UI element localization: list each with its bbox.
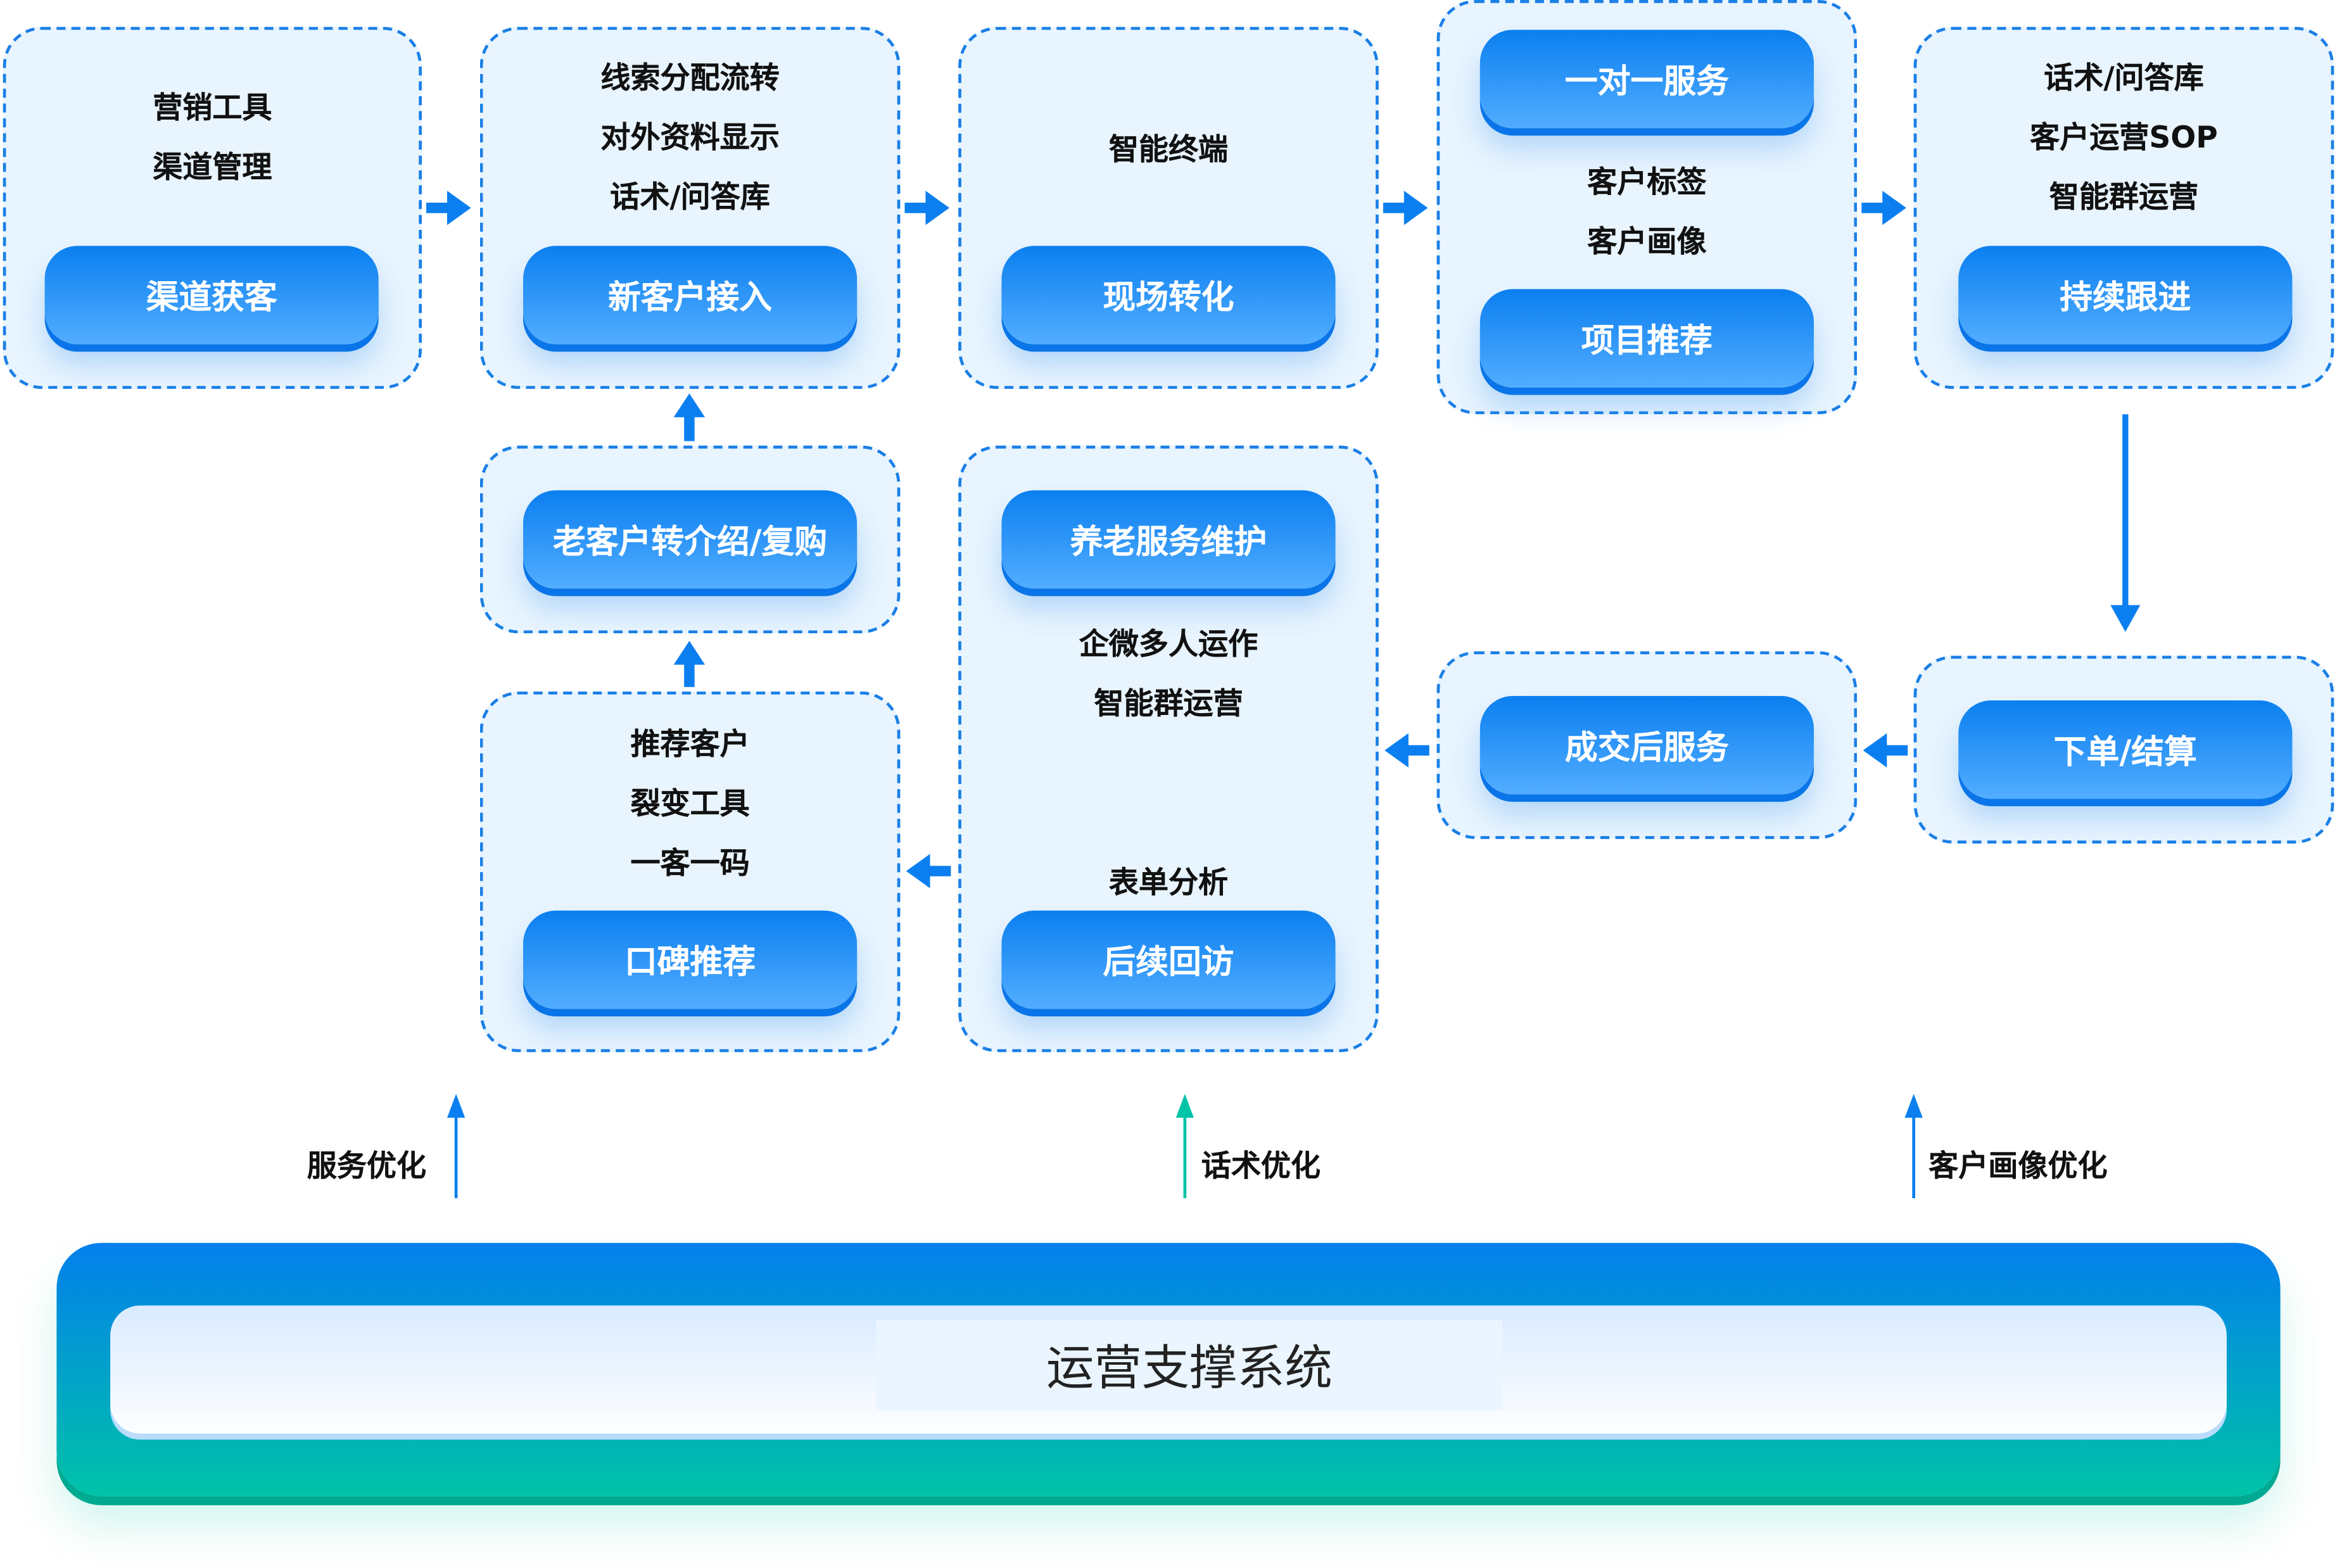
stage-button-after-sale[interactable]: 成交后服务 bbox=[1479, 695, 1814, 795]
stage-button-one-on-one[interactable]: 一对一服务 bbox=[1479, 30, 1814, 129]
arrow-right-icon bbox=[1861, 191, 1906, 225]
stage-item: 渠道管理 bbox=[153, 149, 272, 185]
stage-item: 一客一码 bbox=[630, 845, 750, 881]
stage-item: 话术/问答库 bbox=[2044, 60, 2204, 96]
stage-item: 线索分配流转 bbox=[600, 60, 780, 96]
stage-button-acquire[interactable]: 渠道获客 bbox=[44, 246, 379, 345]
stage-button-new-customer[interactable]: 新客户接入 bbox=[523, 246, 858, 345]
arrow-up-icon-service bbox=[446, 1094, 466, 1199]
arrow-right-icon bbox=[1383, 191, 1428, 225]
arrow-left-icon bbox=[906, 854, 951, 888]
stage-item: 裂变工具 bbox=[630, 785, 750, 821]
optimization-label: 服务优化 bbox=[307, 1148, 427, 1184]
stage-item: 客户标签 bbox=[1587, 163, 1707, 200]
stage-button-word-of-mouth[interactable]: 口碑推荐 bbox=[523, 910, 858, 1009]
stage-button-revisit[interactable]: 后续回访 bbox=[1001, 910, 1336, 1009]
stage-item: 智能群运营 bbox=[2049, 179, 2199, 215]
stage-item: 营销工具 bbox=[153, 89, 272, 125]
stage-button-maintenance[interactable]: 养老服务维护 bbox=[1001, 490, 1336, 589]
arrow-down-icon bbox=[2110, 414, 2141, 632]
stage-button-follow-up[interactable]: 持续跟进 bbox=[1958, 246, 2293, 345]
optimization-label: 客户画像优化 bbox=[1928, 1148, 2108, 1184]
stage-item: 客户运营SOP bbox=[2030, 119, 2218, 155]
stage-button-project[interactable]: 项目推荐 bbox=[1479, 289, 1814, 388]
arrow-up-icon bbox=[673, 640, 706, 687]
stage-button-onsite[interactable]: 现场转化 bbox=[1001, 246, 1336, 345]
stage-item: 智能群运营 bbox=[1094, 685, 1243, 721]
stage-item: 话术/问答库 bbox=[610, 179, 770, 215]
stage-item: 推荐客户 bbox=[630, 726, 750, 762]
support-system-title: 运营支撑系统 bbox=[876, 1320, 1503, 1410]
optimization-label: 话术优化 bbox=[1201, 1148, 1321, 1184]
arrow-right-icon bbox=[426, 191, 471, 225]
stage-item: 客户画像 bbox=[1587, 223, 1707, 260]
arrow-left-icon bbox=[1863, 733, 1908, 768]
arrow-right-icon bbox=[904, 191, 950, 225]
stage-item: 表单分析 bbox=[1108, 864, 1229, 901]
stage-item: 企微多人运作 bbox=[1079, 626, 1258, 662]
stage-item: 对外资料显示 bbox=[600, 119, 780, 155]
arrow-up-icon bbox=[673, 393, 706, 441]
arrow-up-icon-script bbox=[1175, 1094, 1194, 1199]
stage-button-referral[interactable]: 老客户转介绍/复购 bbox=[523, 490, 858, 589]
arrow-left-icon bbox=[1384, 733, 1429, 768]
stage-item: 智能终端 bbox=[1108, 131, 1229, 167]
stage-button-order[interactable]: 下单/结算 bbox=[1958, 700, 2293, 799]
arrow-up-icon-profile bbox=[1904, 1094, 1923, 1199]
